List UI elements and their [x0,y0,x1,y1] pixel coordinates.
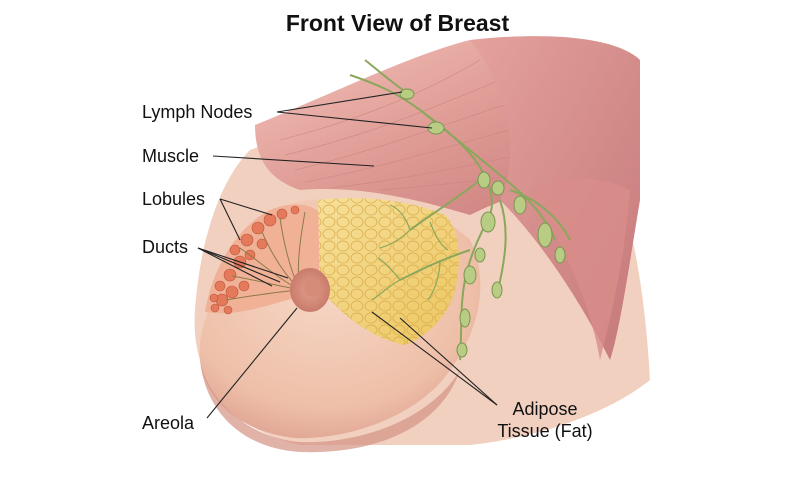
label-adipose-line2: Tissue (Fat) [497,421,593,441]
lymph-nodes [399,88,566,358]
diagram-title: Front View of Breast [285,10,510,36]
leader-lobules-1 [219,198,241,241]
leader-areola [206,307,298,419]
label-adipose: Adipose Tissue (Fat) [490,398,600,442]
leader-lines [197,91,498,419]
leader-lobules-2 [219,198,273,216]
leader-adipose-1 [371,311,498,406]
label-areola: Areola [142,413,195,433]
latissimus [530,178,630,360]
leader-lymph-2 [276,111,433,129]
label-muscle: Muscle [142,146,200,166]
leader-lymph-1 [276,91,403,113]
lymph-branches [371,204,449,301]
nipple [304,279,320,297]
leader-adipose-2 [399,317,498,406]
leader-ducts-3 [197,247,289,279]
lobules [209,205,300,315]
label-lobules: Lobules [142,189,206,209]
breast-shadow [200,360,460,453]
leader-ducts-2 [197,247,281,283]
leader-ducts-1 [197,247,273,287]
label-adipose-line1: Adipose [512,399,578,419]
label-lymph-nodes: Lymph Nodes [142,102,253,122]
label-ducts: Ducts [142,237,189,257]
leader-muscle [212,155,375,167]
